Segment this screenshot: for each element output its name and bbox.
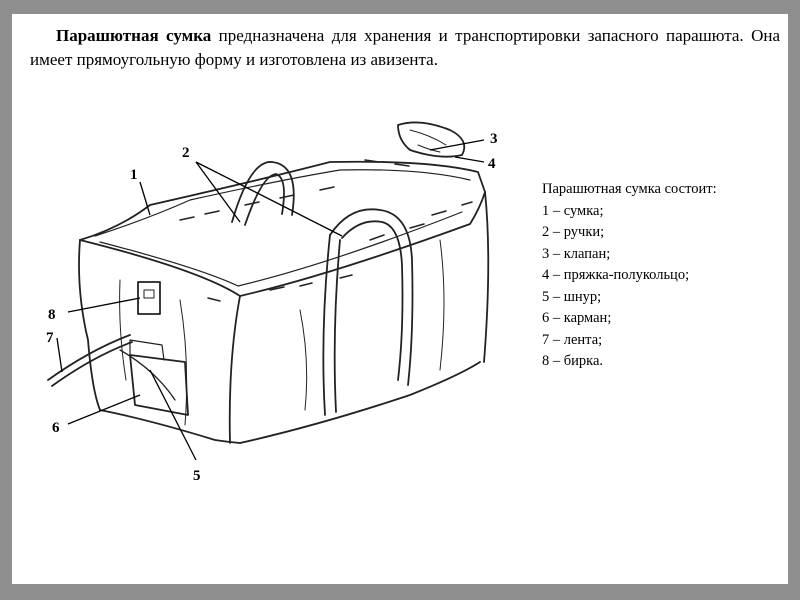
lacing-slots bbox=[179, 159, 473, 302]
pocket bbox=[129, 339, 189, 416]
handles bbox=[231, 161, 414, 416]
legend-item: 3 – клапан; bbox=[542, 245, 611, 262]
slide-page: Парашютная сумка предназначена для хране… bbox=[12, 14, 788, 584]
callout-4: 4 bbox=[488, 156, 496, 172]
intro-term: Парашютная сумка bbox=[56, 26, 212, 45]
callout-8: 8 bbox=[48, 307, 56, 323]
intro-paragraph: Парашютная сумка предназначена для хране… bbox=[30, 24, 780, 72]
tape bbox=[47, 334, 133, 387]
legend-item: 5 – шнур; bbox=[542, 288, 602, 305]
legend-item: 7 – лента; bbox=[542, 331, 603, 348]
legend-title: Парашютная сумка состоит: bbox=[542, 181, 717, 197]
legend-item: 2 – ручки; bbox=[542, 224, 605, 240]
legend-item: 8 – бирка. bbox=[542, 353, 604, 369]
leader-lines bbox=[56, 139, 485, 461]
tag bbox=[137, 281, 161, 315]
callout-5: 5 bbox=[193, 468, 201, 484]
legend: Парашютная сумка состоит: 1 – сумка; 2 –… bbox=[542, 179, 772, 373]
bag-outline bbox=[78, 160, 490, 444]
callout-1: 1 bbox=[130, 167, 138, 183]
callout-2: 2 bbox=[182, 145, 190, 161]
legend-item: 4 – пряжка-полукольцо; bbox=[542, 267, 690, 283]
legend-item: 6 – карман; bbox=[542, 310, 612, 326]
callout-6: 6 bbox=[52, 420, 60, 436]
legend-item: 1 – сумка; bbox=[542, 202, 604, 219]
callout-7: 7 bbox=[46, 330, 54, 346]
flap bbox=[397, 121, 466, 158]
intro-text: предназначена для хранения и транспортир… bbox=[30, 26, 780, 69]
callout-3: 3 bbox=[490, 131, 498, 147]
